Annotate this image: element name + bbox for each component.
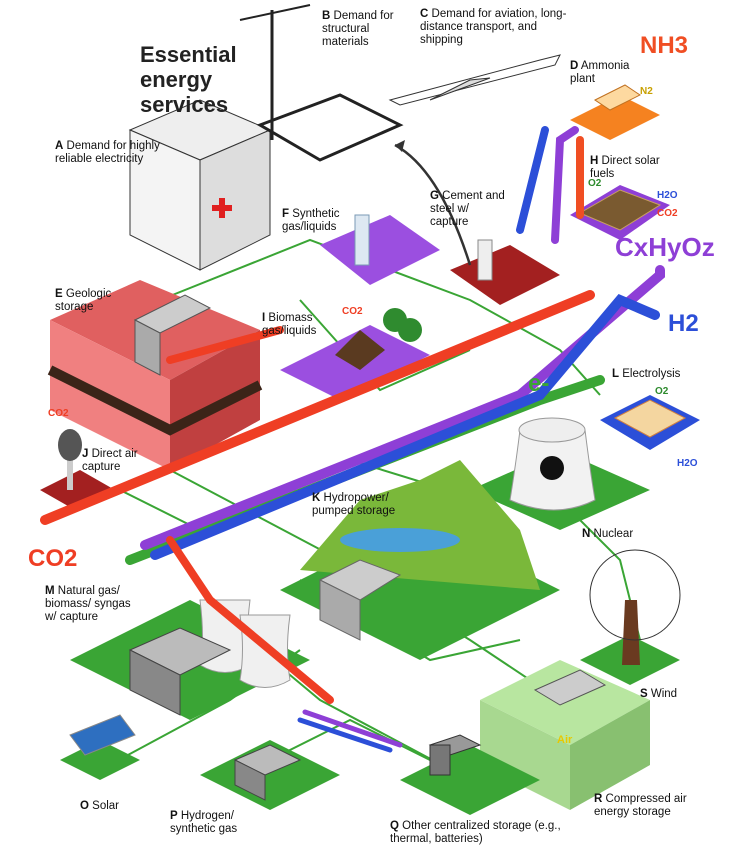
solar-fuels-panel	[570, 185, 670, 240]
co2-label: CO2	[28, 545, 78, 572]
centralized-storage	[400, 734, 540, 815]
co2-tag-h: CO2	[657, 208, 678, 219]
electrolysis-unit	[600, 395, 700, 450]
node-f-label: F Synthetic gas/liquids	[282, 208, 340, 233]
h2-to-hydrogen-plant	[297, 717, 393, 753]
electricity-label: e-	[528, 370, 550, 397]
cxhyoz-to-hydrogen-plant	[302, 709, 403, 748]
h2-to-ammonia	[516, 126, 549, 234]
co2-from-gas-plant	[166, 536, 334, 704]
page-title: Essential energy services	[140, 42, 237, 117]
node-c-label: C Demand for aviation, long-distance tra…	[420, 8, 567, 46]
node-r-label: R Compressed air energy storage	[594, 793, 687, 818]
arrow-head	[395, 140, 405, 152]
solar-panel	[60, 714, 140, 780]
h2o-tag-l: H2O	[677, 458, 698, 469]
node-h-label: H Direct solar fuels	[590, 155, 660, 180]
node-m-label: M Natural gas/ biomass/ syngas w/ captur…	[45, 585, 131, 623]
pipelines	[40, 126, 665, 753]
o2-tag-h: O2	[588, 178, 602, 189]
h2-label: H2	[668, 310, 699, 337]
node-b-label: B Demand for structural materials	[322, 10, 394, 48]
node-g-label: G Cement and steel w/ capture	[430, 190, 505, 228]
wind-turbine	[580, 549, 681, 685]
co2-to-geologic-storage	[166, 326, 284, 364]
n2-tag: N2	[640, 86, 653, 97]
node-d-label: D Ammonia plant	[570, 60, 630, 85]
cxhyoz-to-transport	[551, 126, 579, 244]
biomass-plant	[280, 308, 430, 400]
co2-pipeline	[40, 290, 595, 525]
node-a-label: A Demand for highly reliable electricity	[55, 140, 160, 165]
node-n-label: N Nuclear	[582, 528, 634, 540]
cement-plant	[450, 239, 560, 305]
node-s-label: S Wind	[640, 688, 678, 700]
construction-crane	[239, 4, 404, 162]
node-o-label: O Solar	[80, 800, 120, 812]
node-i-label: I Biomass gas/liquids	[262, 312, 317, 337]
node-e-label: E Geologic storage	[55, 288, 112, 313]
h2-pipeline	[150, 293, 660, 560]
h2o-tag-h: H2O	[657, 190, 678, 201]
ammonia-plant	[570, 84, 660, 140]
co2-tag-i: CO2	[342, 306, 363, 317]
air-tag: Air	[557, 734, 573, 746]
nh3-label: NH3	[640, 32, 689, 59]
hydrogen-plant	[200, 740, 340, 810]
geologic-storage	[47, 280, 263, 470]
synthetic-plant	[320, 214, 440, 285]
hydropower-plant	[280, 460, 560, 660]
node-l-label: L Electrolysis	[612, 368, 681, 380]
node-k-label: K Hydropower/ pumped storage	[312, 492, 396, 517]
node-q-label: Q Other centralized storage (e.g., therm…	[390, 820, 561, 845]
node-j-label: J Direct air capture	[82, 448, 138, 473]
o2-tag-l: O2	[655, 386, 669, 397]
node-p-label: P Hydrogen/ synthetic gas	[170, 810, 238, 835]
nuclear-plant	[470, 417, 650, 530]
co2-tag-j: CO2	[48, 408, 69, 419]
materials-arrow	[394, 143, 472, 266]
compressed-air-storage	[480, 660, 650, 810]
direct-air-capture	[40, 429, 115, 510]
airplane	[388, 54, 561, 106]
cxhyoz-label: CxHyOz	[615, 232, 715, 262]
building-hospital	[128, 99, 272, 271]
